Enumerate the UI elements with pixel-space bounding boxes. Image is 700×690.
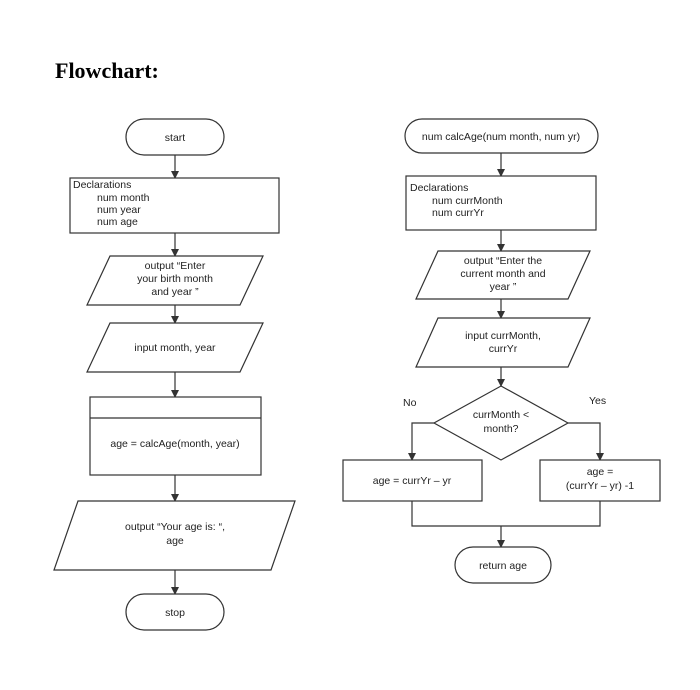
return-label: return age: [479, 560, 527, 572]
no-label: No: [403, 397, 417, 409]
stop-label: stop: [165, 607, 185, 619]
output-result-line-2: age: [166, 535, 184, 547]
right-input-line-2: currYr: [489, 343, 518, 355]
left-process-box: age = calcAge(month, year): [89, 396, 262, 476]
decision-line-1: currMonth <: [473, 409, 529, 421]
output-result-line-1: output “Your age is: “,: [125, 521, 225, 533]
stop-terminal: stop: [125, 593, 225, 631]
process-label: age = calcAge(month, year): [110, 438, 239, 450]
left-output-prompt: output “Enter your birth month and year …: [86, 255, 264, 306]
left-flowchart: start Declarations num month num year nu…: [53, 118, 296, 631]
output-prompt-line-3: and year ”: [151, 286, 199, 298]
left-input: input month, year: [86, 322, 264, 373]
return-terminal: return age: [454, 546, 552, 584]
declaration-age: num age: [97, 216, 138, 228]
merge-line: [411, 501, 601, 527]
start-terminal: start: [125, 118, 225, 156]
right-output-line-3: year ”: [490, 281, 517, 293]
yes-branch-line-2: (currYr – yr) -1: [566, 480, 634, 492]
decision-line-2: month?: [483, 423, 518, 435]
left-output-result: output “Your age is: “, age: [53, 500, 296, 571]
arrow-decision-yes: [568, 422, 604, 461]
right-output-line-1: output “Enter the: [464, 255, 542, 267]
left-declarations-box: Declarations num month num year num age: [69, 177, 280, 234]
no-branch-label: age = currYr – yr: [373, 475, 452, 487]
yes-branch-box: age = (currYr – yr) -1: [539, 459, 661, 502]
yes-label: Yes: [589, 395, 606, 407]
right-declarations-heading: Declarations: [410, 182, 468, 194]
no-branch-box: age = currYr – yr: [342, 459, 483, 502]
declaration-month: num month: [97, 192, 150, 204]
declaration-currmonth: num currMonth: [432, 195, 503, 207]
start-label: start: [165, 132, 186, 144]
function-header-terminal: num calcAge(num month, num yr): [404, 118, 599, 154]
arrow-decision-no: [408, 422, 434, 461]
output-prompt-line-1: output “Enter: [145, 260, 206, 272]
right-output-prompt: output “Enter the current month and year…: [415, 250, 591, 300]
right-declarations-box: Declarations num currMonth num currYr: [405, 175, 597, 231]
right-output-line-2: current month and: [460, 268, 545, 280]
right-input-line-1: input currMonth,: [465, 330, 541, 342]
output-prompt-line-2: your birth month: [137, 273, 213, 285]
declarations-heading: Declarations: [73, 179, 131, 191]
yes-branch-line-1: age =: [587, 466, 614, 478]
input-label: input month, year: [134, 342, 216, 354]
right-input: input currMonth, currYr: [415, 317, 591, 368]
declaration-curryr: num currYr: [432, 207, 484, 219]
page-title: Flowchart:: [55, 58, 159, 83]
declaration-year: num year: [97, 204, 141, 216]
decision-diamond: currMonth < month?: [432, 385, 570, 461]
right-flowchart: num calcAge(num month, num yr) Declarati…: [342, 118, 661, 584]
function-header-label: num calcAge(num month, num yr): [422, 131, 580, 143]
